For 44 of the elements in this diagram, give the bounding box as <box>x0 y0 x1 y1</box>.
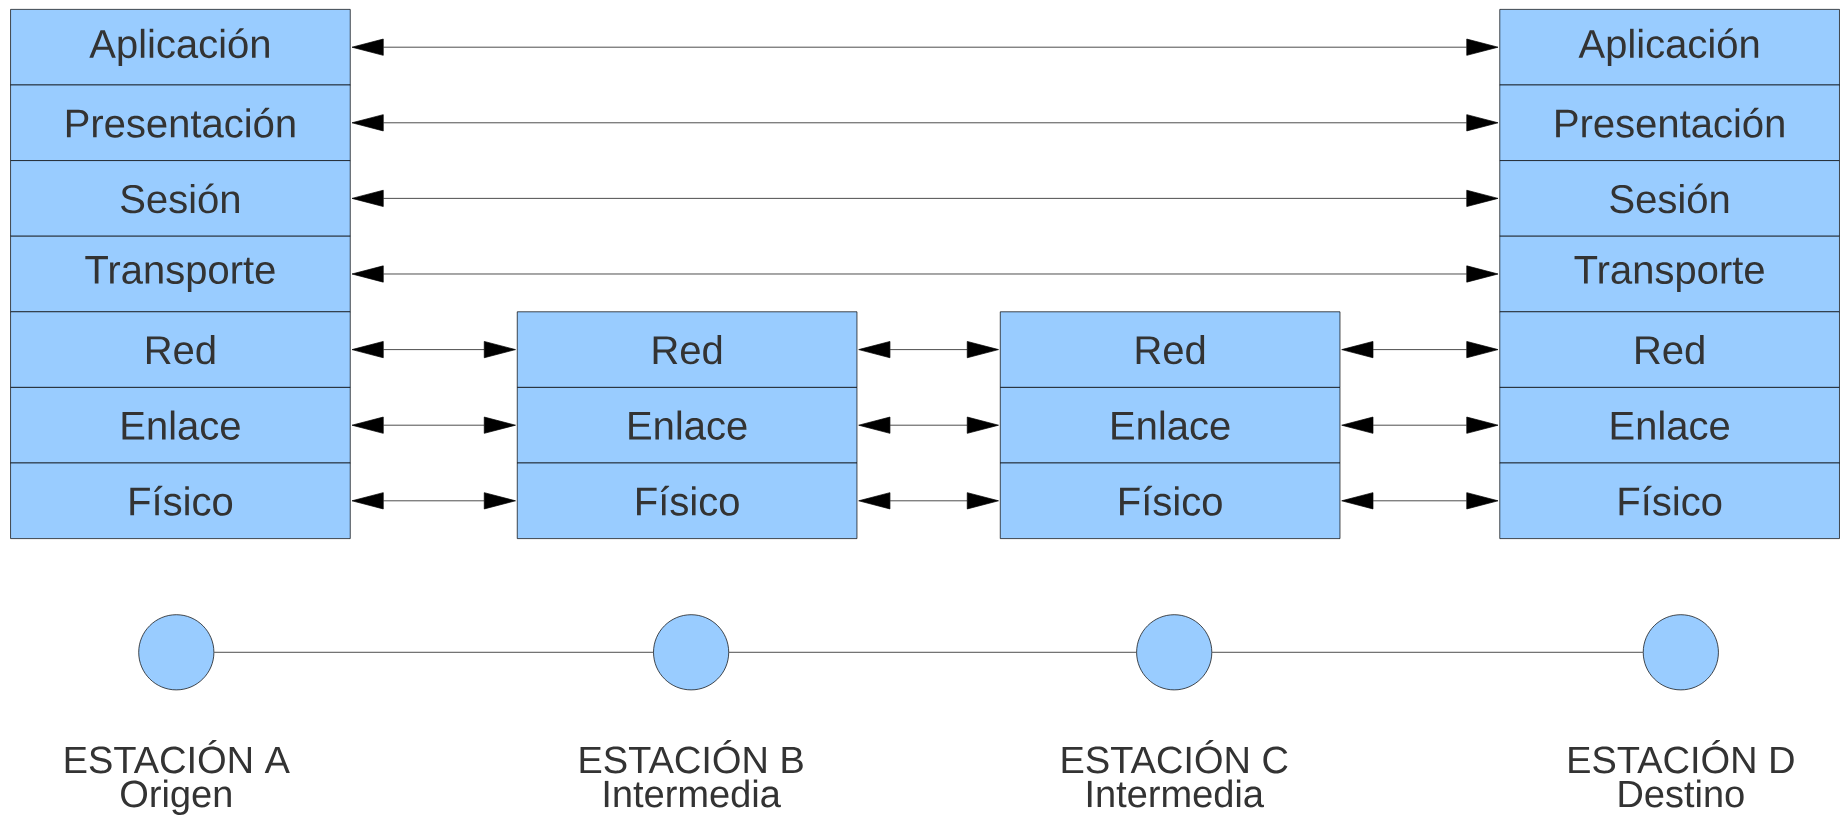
double-arrow <box>351 341 516 359</box>
double-arrow <box>351 189 1499 207</box>
layer-box: Físico <box>1499 462 1840 539</box>
layer-box: Físico <box>10 462 351 539</box>
layer-box: Presentación <box>1499 84 1840 161</box>
double-arrow <box>351 492 516 510</box>
double-arrow <box>858 341 999 359</box>
layer-box: Red <box>1499 311 1840 388</box>
layer-box: Físico <box>999 462 1341 539</box>
double-arrow <box>1341 341 1499 359</box>
station-label: ESTACIÓN D Destino <box>1569 740 1794 808</box>
double-arrow <box>351 265 1499 283</box>
connector-line <box>213 651 654 653</box>
layer-box: Aplicación <box>10 9 351 86</box>
station-label: ESTACIÓN B Intermedia <box>580 740 803 808</box>
double-arrow <box>1341 492 1499 510</box>
layer-box: Enlace <box>516 387 858 464</box>
layer-box: Presentación <box>10 84 351 161</box>
layer-box: Aplicación <box>1499 9 1840 86</box>
layer-box: Sesión <box>10 160 351 237</box>
station-circle <box>653 614 730 691</box>
layer-box: Sesión <box>1499 160 1840 237</box>
layer-box: Enlace <box>999 387 1341 464</box>
layer-box: Transporte <box>1499 235 1840 313</box>
connector-line <box>1211 651 1644 653</box>
double-arrow <box>858 492 999 510</box>
layer-box: Red <box>999 311 1341 388</box>
layer-box: Físico <box>516 462 858 539</box>
layer-box: Red <box>516 311 858 388</box>
station-label: ESTACIÓN A Origen <box>65 740 290 815</box>
station-circle <box>138 614 215 691</box>
station-label: ESTACIÓN C Intermedia <box>1062 740 1288 808</box>
layer-box: Enlace <box>10 387 351 464</box>
layer-box: Enlace <box>1499 387 1840 464</box>
double-arrow <box>1341 416 1499 434</box>
connector-line <box>728 651 1137 653</box>
layer-box: Red <box>10 311 351 388</box>
station-circle <box>1642 614 1719 691</box>
double-arrow <box>351 114 1499 132</box>
double-arrow <box>351 416 516 434</box>
double-arrow <box>858 416 999 434</box>
station-circle <box>1136 614 1213 691</box>
double-arrow <box>351 38 1499 56</box>
layer-box: Transporte <box>10 235 351 313</box>
